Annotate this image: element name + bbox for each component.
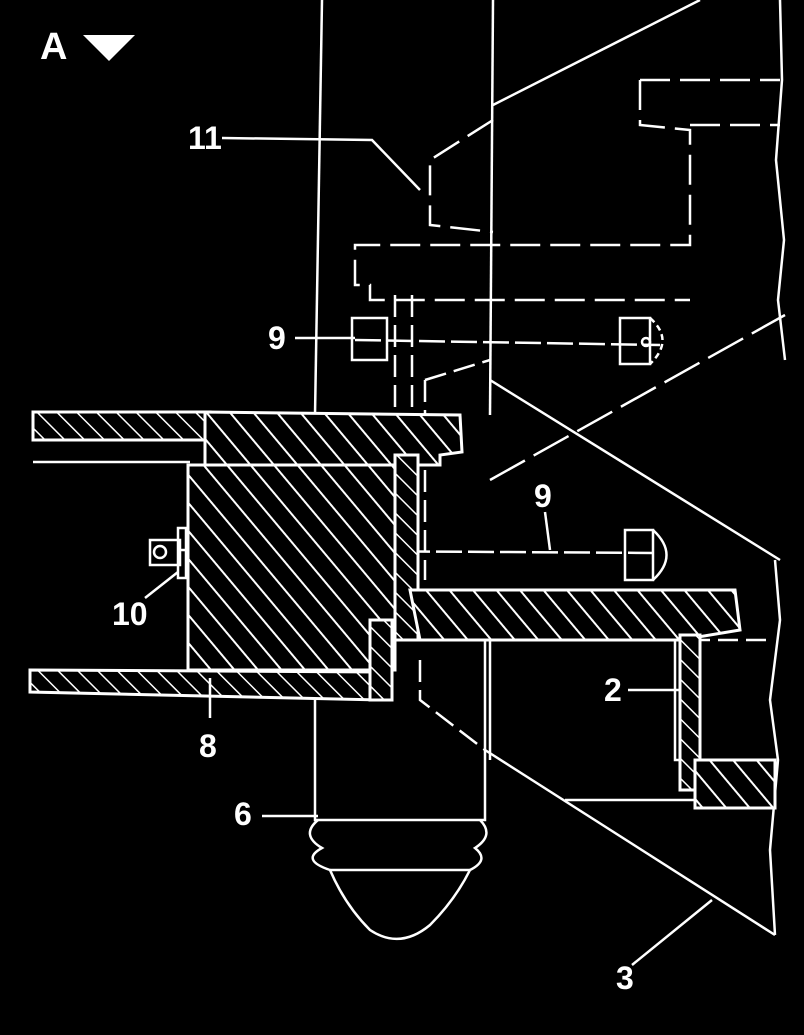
- right-edge: [774, 0, 787, 361]
- upper-plate: [203, 410, 464, 467]
- diagonal-lower: [484, 748, 776, 937]
- column-line-right: [488, 0, 495, 416]
- nozzle-6: [313, 640, 487, 822]
- dashed-housing: [428, 118, 494, 234]
- callout-11: 11: [188, 120, 222, 156]
- diagonal-mid: [489, 378, 781, 562]
- leader-9-lower: [543, 511, 552, 551]
- callout-10: 10: [112, 596, 148, 632]
- callout-3: 3: [616, 960, 634, 996]
- bolt-axis-upper: [354, 338, 661, 347]
- callout-6: 6: [234, 796, 252, 832]
- callout-8: 8: [199, 728, 217, 764]
- leader-3: [631, 899, 713, 966]
- upper-plate-left: [31, 410, 212, 442]
- callout-9-lower: 9: [534, 478, 552, 514]
- column-line-left: [313, 0, 324, 416]
- leader-11: [221, 136, 421, 191]
- frame-foot: [693, 758, 777, 810]
- panel-label: A: [40, 26, 136, 69]
- flange-right: [408, 588, 742, 642]
- callout-9-upper: 9: [268, 320, 286, 356]
- leader-10: [144, 571, 179, 599]
- triangle-down-icon: [83, 34, 136, 61]
- diagonal-top: [492, 0, 701, 107]
- block-10: [186, 463, 397, 672]
- callout-2: 2: [604, 672, 622, 708]
- bottom-plate: [28, 668, 382, 702]
- panel-letter: A: [40, 26, 68, 68]
